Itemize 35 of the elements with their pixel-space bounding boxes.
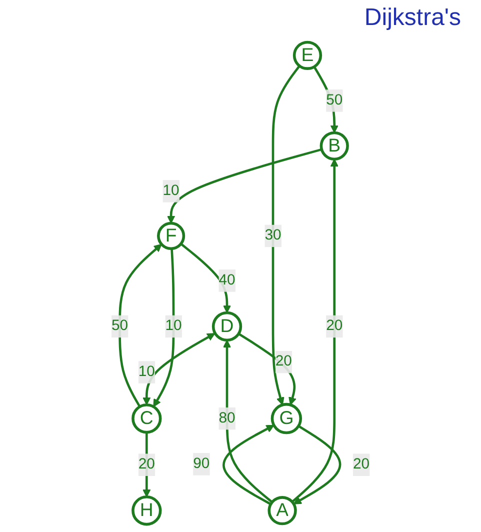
node-circle: B (320, 131, 349, 160)
edge-label: 10 (165, 318, 182, 334)
arrow (291, 158, 338, 503)
title: Dijkstra's (364, 4, 461, 32)
node-circle: E (292, 40, 322, 70)
arrow (238, 332, 296, 406)
edge-label: 20 (138, 456, 155, 472)
node-circle: D (212, 311, 242, 342)
arrow (272, 65, 300, 406)
arrow (118, 244, 162, 408)
arrow (166, 148, 322, 224)
edge-label: 50 (326, 92, 343, 108)
edge-label: 20 (326, 318, 343, 334)
node-circle: H (132, 496, 162, 526)
arrow (293, 425, 342, 504)
arrow (153, 248, 175, 408)
node-circle: C (132, 403, 162, 434)
edge-label: 40 (218, 272, 236, 288)
edge-label: 10 (162, 182, 180, 199)
edge-label: 80 (218, 410, 236, 426)
arrow (142, 432, 151, 498)
arrow (313, 66, 338, 134)
edge-label: 20 (352, 456, 370, 472)
arrow (180, 242, 232, 314)
arrow (222, 424, 274, 506)
arrow (222, 340, 273, 504)
node-circle: A (268, 496, 297, 526)
edge-label: 20 (275, 354, 292, 370)
edge-label: 30 (264, 228, 282, 244)
edge-label: 90 (193, 456, 210, 472)
arrow (142, 333, 216, 406)
edge-label: 50 (111, 318, 128, 334)
edge-label: 10 (138, 364, 155, 380)
node-circle: F (157, 222, 186, 250)
node-circle: G (270, 402, 302, 434)
